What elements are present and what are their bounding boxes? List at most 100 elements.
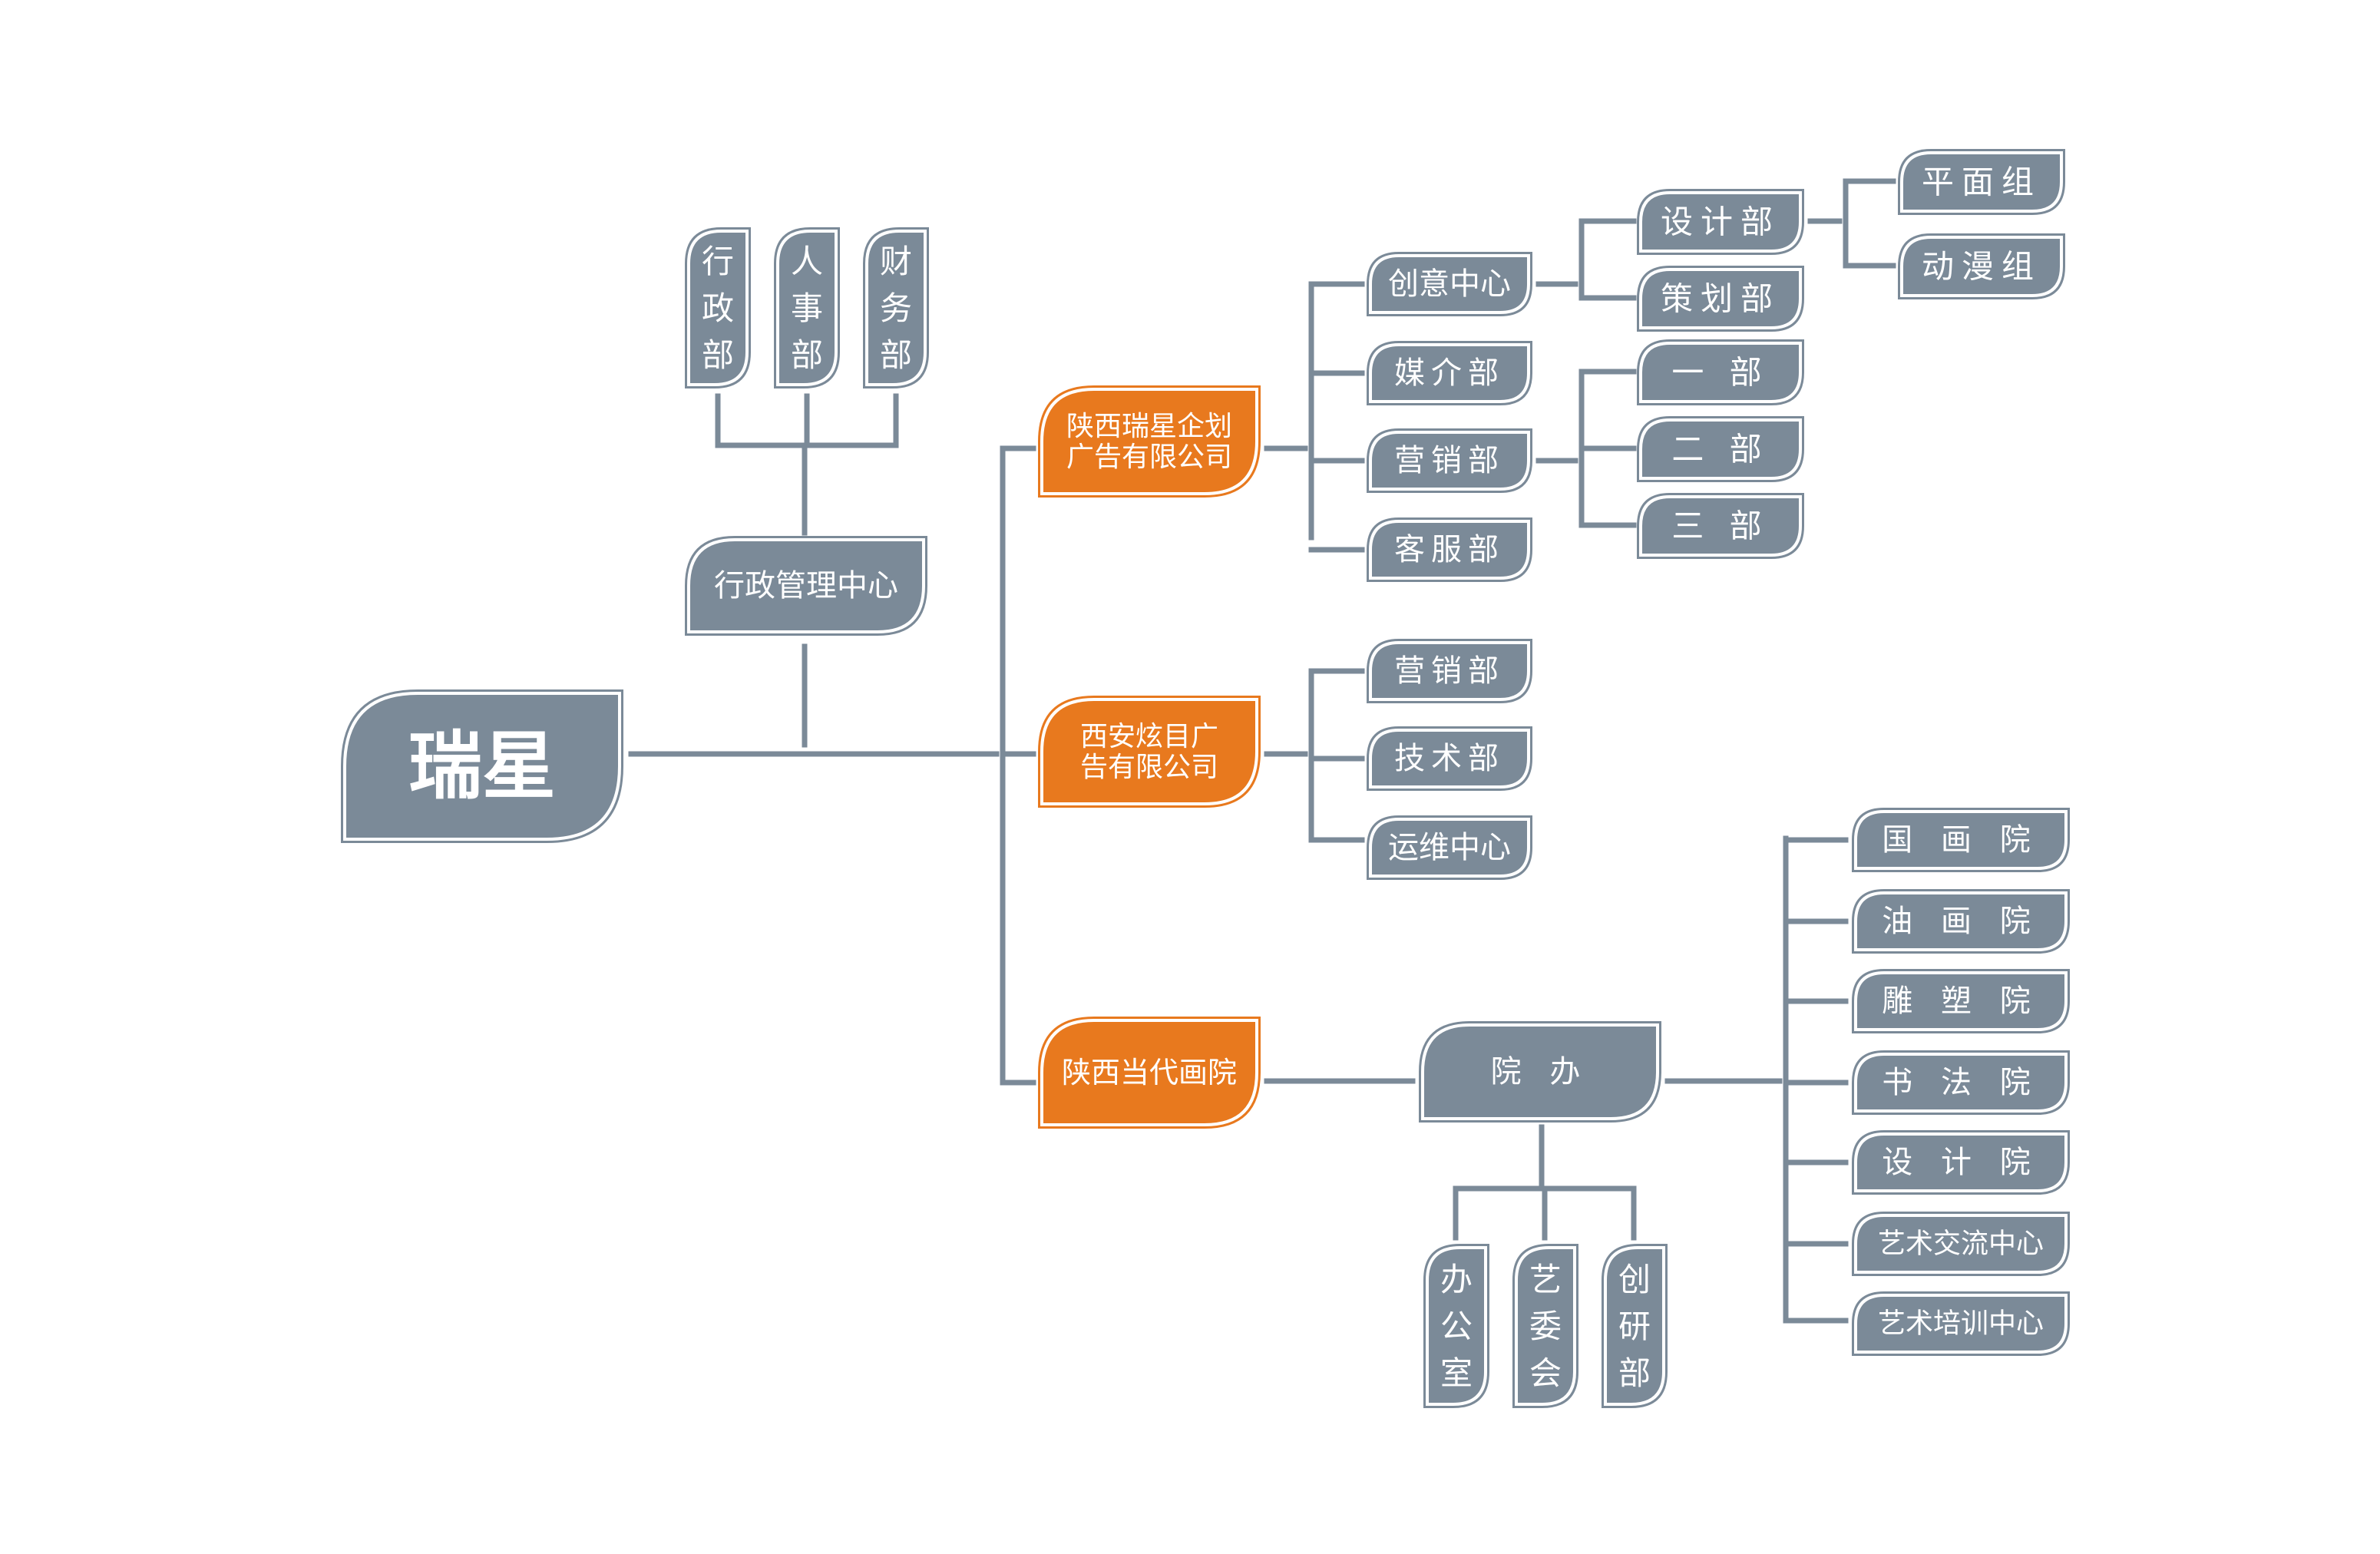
org-node-research-dept: 创研部 — [1602, 1244, 1668, 1408]
node-shape — [1637, 189, 1804, 255]
org-node-diaosu: 雕 塑 院 — [1852, 969, 2070, 1033]
org-node-shufa: 书 法 院 — [1852, 1050, 2070, 1115]
node-label: 营销部 — [1394, 443, 1505, 478]
org-node-ops-center: 运维中心 — [1367, 815, 1532, 880]
node-inner-border — [1854, 810, 2068, 870]
node-label: 二 部 — [1671, 431, 1769, 468]
node-label: 雕 塑 院 — [1882, 984, 2039, 1019]
org-node-admin-center: 行政管理中心 — [685, 536, 927, 636]
node-inner-border — [1040, 698, 1258, 805]
node-label: 策划部 — [1661, 280, 1780, 318]
node-inner-border — [1639, 342, 1802, 403]
org-node-marketing-dept-b: 营销部 — [1367, 639, 1532, 703]
node-shape — [1367, 639, 1532, 703]
org-node-media-dept: 媒介部 — [1367, 341, 1532, 405]
node-inner-border — [1369, 343, 1530, 403]
node-shape — [1852, 1050, 2070, 1115]
org-node-root: 瑞星 — [341, 689, 623, 843]
node-inner-border — [1854, 1214, 2068, 1274]
org-node-marketing-dept-a: 营销部 — [1367, 428, 1532, 493]
node-label: 营销部 — [1394, 653, 1505, 689]
node-shape — [1898, 233, 2065, 299]
node-shape — [1637, 416, 1804, 482]
node-label: 客服部 — [1394, 532, 1505, 567]
org-node-planning-dept: 策划部 — [1637, 266, 1804, 332]
node-inner-border — [1854, 1053, 2068, 1113]
node-inner-border — [1639, 495, 1802, 557]
org-node-creative-center: 创意中心 — [1367, 252, 1532, 316]
node-inner-border — [1369, 641, 1530, 701]
node-shape — [1419, 1021, 1661, 1123]
node-shape — [1852, 1291, 2070, 1356]
org-node-dept-three: 三 部 — [1637, 493, 1804, 559]
node-label: 运维中心 — [1388, 830, 1511, 865]
node-shape — [1038, 385, 1261, 498]
org-node-animation-group: 动漫组 — [1898, 233, 2065, 299]
node-shape — [1852, 969, 2070, 1033]
node-inner-border — [1369, 729, 1530, 789]
org-node-tech-dept: 技术部 — [1367, 726, 1532, 791]
node-inner-border — [1900, 151, 2063, 213]
node-inner-border — [1369, 431, 1530, 491]
org-node-finance-dept: 财务部 — [863, 227, 929, 388]
node-inner-border — [1854, 891, 2068, 951]
node-shape — [1367, 726, 1532, 791]
org-node-art-committee: 艺委会 — [1512, 1244, 1578, 1408]
node-shape — [1637, 493, 1804, 559]
node-inner-border — [687, 538, 925, 633]
node-label: 行政部 — [702, 243, 734, 374]
node-shape — [1367, 252, 1532, 316]
node-shape — [1038, 696, 1261, 808]
connector-lines — [628, 178, 1896, 1324]
node-label: 三 部 — [1671, 508, 1769, 545]
node-label: 财务部 — [880, 243, 912, 374]
org-node-co-huayuan: 陕西当代画院 — [1038, 1017, 1261, 1129]
node-label: 平面组 — [1922, 164, 2041, 201]
node-shape — [863, 227, 929, 388]
node-label: 瑞星 — [408, 723, 556, 809]
node-shape — [1852, 808, 2070, 872]
node-label: 办公室 — [1440, 1261, 1473, 1392]
node-inner-border — [1604, 1246, 1665, 1406]
node-inner-border — [1639, 418, 1802, 480]
node-inner-border — [865, 230, 927, 386]
org-node-office-room: 办公室 — [1423, 1244, 1489, 1408]
org-node-service-dept: 客服部 — [1367, 517, 1532, 582]
node-shape — [1637, 266, 1804, 332]
org-node-co-xuanmu: 西安炫目广告有限公司 — [1038, 696, 1261, 808]
node-layer: 瑞星行政管理中心行政部人事部财务部陕西瑞星企划广告有限公司西安炫目广告有限公司陕… — [341, 149, 2070, 1408]
node-label: 设计部 — [1661, 203, 1780, 241]
node-label: 书 法 院 — [1882, 1065, 2039, 1100]
node-shape — [1852, 889, 2070, 954]
org-node-art-training: 艺术培训中心 — [1852, 1291, 2070, 1356]
org-node-sheji: 设 计 院 — [1852, 1130, 2070, 1195]
org-node-graphic-group: 平面组 — [1898, 149, 2065, 215]
node-inner-border — [776, 230, 838, 386]
node-label: 动漫组 — [1922, 248, 2041, 286]
org-node-design-dept: 设计部 — [1637, 189, 1804, 255]
node-inner-border — [1854, 1132, 2068, 1192]
node-shape — [1038, 1017, 1261, 1129]
node-shape — [1367, 815, 1532, 880]
node-inner-border — [1369, 520, 1530, 580]
node-inner-border — [1515, 1246, 1576, 1406]
org-node-youhua: 油 画 院 — [1852, 889, 2070, 954]
node-shape — [1423, 1244, 1489, 1408]
org-node-dept-one: 一 部 — [1637, 339, 1804, 405]
node-inner-border — [1900, 236, 2063, 297]
node-inner-border — [1421, 1023, 1659, 1120]
node-label: 艺术培训中心 — [1878, 1308, 2044, 1340]
node-label: 一 部 — [1671, 354, 1769, 392]
node-shape — [1852, 1130, 2070, 1195]
node-inner-border — [1639, 268, 1802, 329]
node-inner-border — [687, 230, 749, 386]
node-label: 油 画 院 — [1882, 904, 2039, 939]
node-shape — [1367, 428, 1532, 493]
node-shape — [1602, 1244, 1668, 1408]
node-label: 行政管理中心 — [714, 568, 898, 603]
org-node-hr-dept: 人事部 — [774, 227, 840, 388]
node-label: 人事部 — [791, 243, 823, 374]
node-shape — [1637, 339, 1804, 405]
